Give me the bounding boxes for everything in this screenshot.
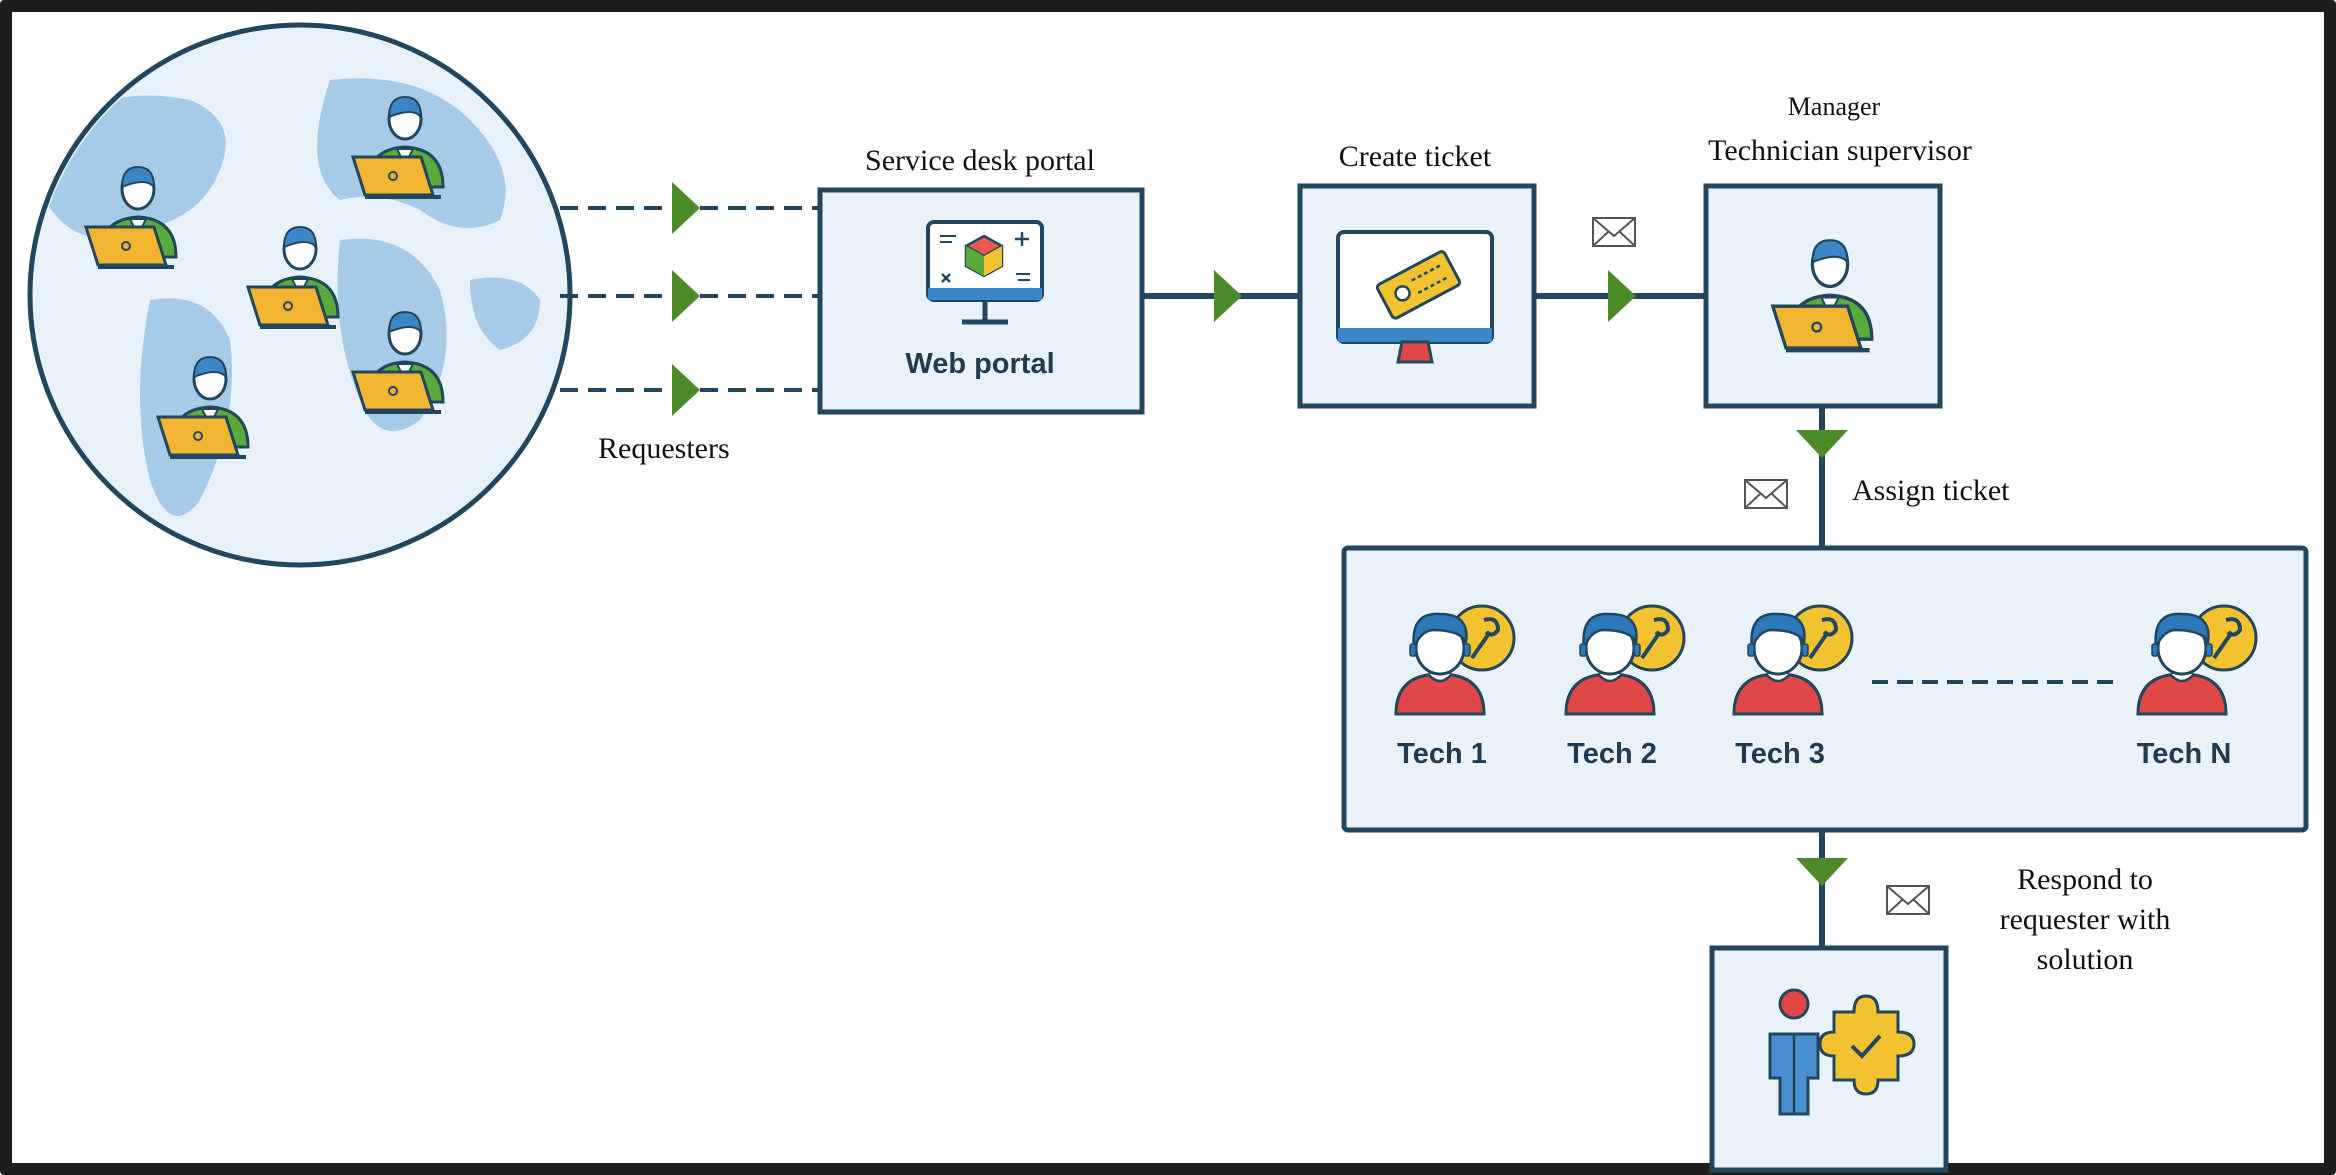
assign-ticket-label: Assign ticket [1852,474,2010,507]
create-ticket-title: Create ticket [1338,140,1492,173]
supervisor-title-line1: Manager [1787,92,1881,121]
flow-arrow-icon [1608,270,1636,322]
envelope-icon [1592,217,1636,247]
flow-arrow-icon [1796,430,1848,458]
envelope-icon [1886,885,1930,915]
supervisor-title-line2: Technician supervisor [1708,134,1972,167]
web-portal-monitor-icon [926,220,1044,325]
flow-arrow-icon [672,182,700,416]
flow-arrow-icon [1214,270,1242,322]
envelope-icon [1744,479,1788,509]
tech-label-n: Tech N [2136,738,2232,770]
solution-person-puzzle-icon [1768,988,1916,1116]
flow-arrow-icon [1796,858,1848,886]
tech-label-2: Tech 2 [1567,738,1657,770]
respond-label: Respond to requester with solution [1999,863,2171,976]
tech-label-3: Tech 3 [1735,738,1825,770]
tech-label-1: Tech 1 [1397,738,1487,770]
ticket-monitor-icon [1336,230,1494,364]
requesters-label: Requesters [598,432,730,465]
portal-caption: Web portal [905,348,1055,380]
portal-title: Service desk portal [865,144,1095,177]
solution-box [1709,945,1949,1173]
